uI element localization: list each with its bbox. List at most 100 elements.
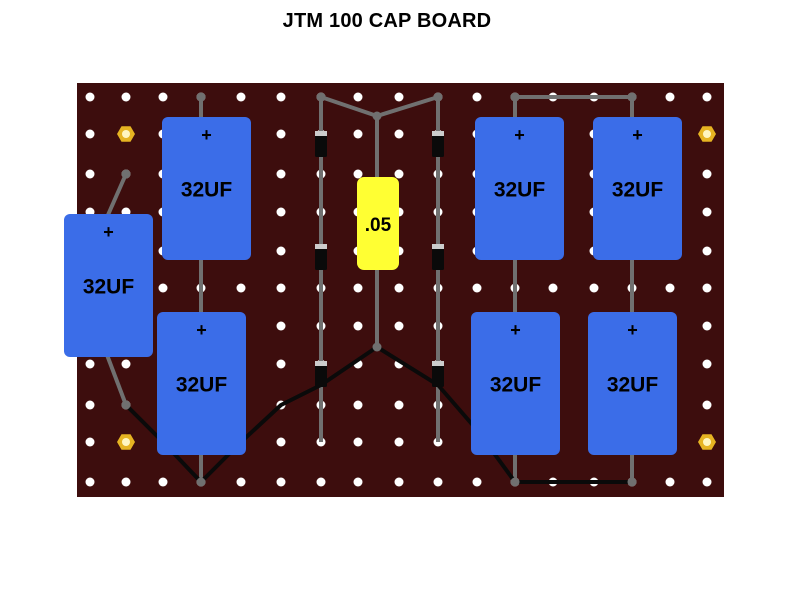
board-hole <box>121 477 131 487</box>
capacitor-body <box>471 312 560 455</box>
board-hole <box>394 92 404 102</box>
standoff-hole <box>703 438 711 446</box>
polarity-plus: + <box>103 222 114 242</box>
board-hole <box>276 359 286 369</box>
capacitor-value-label: 32UF <box>607 374 659 397</box>
capacitor-c3: +32UF <box>157 312 246 455</box>
diode-band <box>315 131 327 136</box>
board-hole <box>702 92 712 102</box>
board-hole <box>472 92 482 102</box>
board-hole <box>394 169 404 179</box>
film-capacitor-label: .05 <box>365 215 392 236</box>
diode-body <box>432 131 444 157</box>
polarity-plus: + <box>514 125 525 145</box>
board-hole <box>276 283 286 293</box>
board-hole <box>394 400 404 410</box>
board-hole <box>353 129 363 139</box>
board-hole <box>665 92 675 102</box>
capacitor-body <box>588 312 677 455</box>
diode-band <box>432 361 444 366</box>
capacitor-body <box>593 117 682 260</box>
capacitor-value-label: 32UF <box>494 179 546 202</box>
polarity-plus: + <box>627 320 638 340</box>
hex-standoff-icon <box>117 434 135 450</box>
board-hole <box>158 283 168 293</box>
board-hole <box>85 92 95 102</box>
board-hole <box>276 169 286 179</box>
capacitor-body <box>64 214 153 357</box>
solder-joint <box>433 92 443 102</box>
board-hole <box>702 283 712 293</box>
board-hole <box>276 207 286 217</box>
board-hole <box>353 437 363 447</box>
board-hole <box>394 283 404 293</box>
diode-body <box>432 244 444 270</box>
board-hole <box>702 246 712 256</box>
board-hole <box>85 437 95 447</box>
diode-band <box>315 244 327 249</box>
polarity-plus: + <box>632 125 643 145</box>
diode-icon <box>432 244 444 270</box>
board-hole <box>353 321 363 331</box>
diode-band <box>315 361 327 366</box>
capacitor-c2: +32UF <box>64 214 153 357</box>
board-hole <box>353 283 363 293</box>
diodes <box>315 131 444 387</box>
capacitors: +32UF+32UF+32UF+32UF+32UF+32UF+32UF.05 <box>64 117 682 455</box>
board-hole <box>702 169 712 179</box>
board-hole <box>121 92 131 102</box>
polarity-plus: + <box>201 125 212 145</box>
diode-icon <box>432 361 444 387</box>
board-hole <box>236 92 246 102</box>
board-hole <box>353 477 363 487</box>
board-hole <box>665 283 675 293</box>
board-hole <box>121 359 131 369</box>
hex-standoff-icon <box>698 126 716 142</box>
solder-joint <box>627 92 637 102</box>
diode-band <box>432 244 444 249</box>
diode-body <box>432 361 444 387</box>
solder-joint <box>627 477 637 487</box>
capacitor-c4: +32UF <box>475 117 564 260</box>
capacitor-c5: +32UF <box>593 117 682 260</box>
board-hole <box>85 400 95 410</box>
hex-standoff-icon <box>117 126 135 142</box>
board-hole <box>353 92 363 102</box>
board-hole <box>548 283 558 293</box>
diode-icon <box>315 131 327 157</box>
diode-body <box>315 361 327 387</box>
board-hole <box>472 477 482 487</box>
capacitor-body <box>162 117 251 260</box>
board-title: JTM 100 CAP BOARD <box>282 10 492 32</box>
board-hole <box>85 129 95 139</box>
capacitor-value-label: 32UF <box>612 179 664 202</box>
board-hole <box>85 477 95 487</box>
board-hole <box>353 169 363 179</box>
board-hole <box>276 246 286 256</box>
board-hole <box>394 437 404 447</box>
diode-icon <box>315 361 327 387</box>
board-hole <box>394 477 404 487</box>
board-hole <box>85 169 95 179</box>
board-hole <box>394 321 404 331</box>
capacitor-body <box>157 312 246 455</box>
board-hole <box>158 92 168 102</box>
capacitor-value-label: 32UF <box>83 276 135 299</box>
board-hole <box>276 321 286 331</box>
polarity-plus: + <box>196 320 207 340</box>
film-capacitor: .05 <box>357 177 399 270</box>
capacitor-body <box>475 117 564 260</box>
board-hole <box>276 437 286 447</box>
capacitor-c1: +32UF <box>162 117 251 260</box>
solder-joint <box>196 92 206 102</box>
diode-band <box>432 131 444 136</box>
board-hole <box>236 283 246 293</box>
board-hole <box>236 477 246 487</box>
standoff-hole <box>122 130 130 138</box>
board-hole <box>702 359 712 369</box>
capacitor-value-label: 32UF <box>490 374 542 397</box>
board-hole <box>394 129 404 139</box>
solder-joint <box>121 400 131 410</box>
capacitor-value-label: 32UF <box>176 374 228 397</box>
